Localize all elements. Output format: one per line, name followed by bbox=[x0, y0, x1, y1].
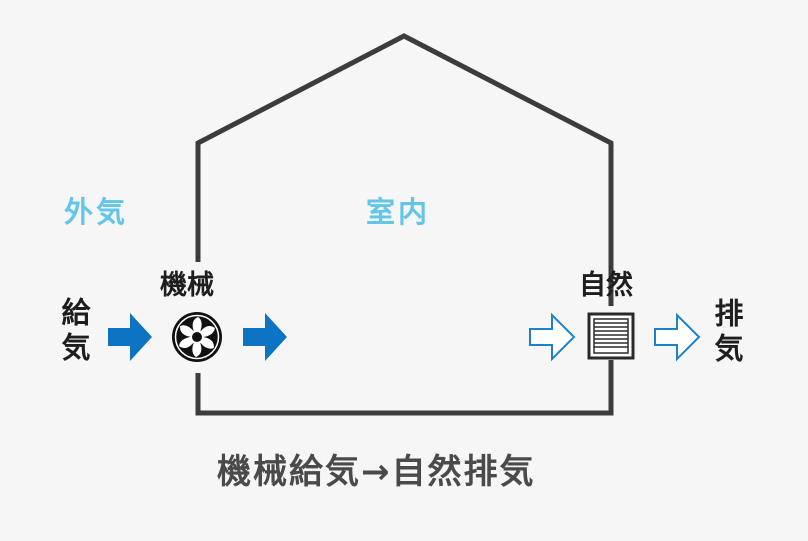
house-outline bbox=[195, 33, 614, 306]
supply-arrow-left bbox=[108, 313, 152, 361]
supply-arrow-right bbox=[243, 313, 287, 361]
louver-vent-icon bbox=[587, 312, 635, 360]
outside-air-label: 外気 bbox=[64, 195, 129, 229]
indoor-label: 室内 bbox=[366, 195, 431, 229]
supply-air-label: 給気 bbox=[57, 297, 91, 367]
diagram-caption: 機械給気→自然排気 bbox=[217, 452, 536, 492]
exhaust-arrow-left bbox=[529, 312, 576, 362]
exhaust-arrow-right bbox=[654, 312, 701, 362]
mechanical-label: 機械 bbox=[160, 270, 214, 301]
house-floor bbox=[195, 360, 614, 416]
exhaust-air-label: 排気 bbox=[710, 298, 744, 368]
fan-icon bbox=[172, 312, 222, 362]
natural-label: 自然 bbox=[579, 270, 633, 301]
